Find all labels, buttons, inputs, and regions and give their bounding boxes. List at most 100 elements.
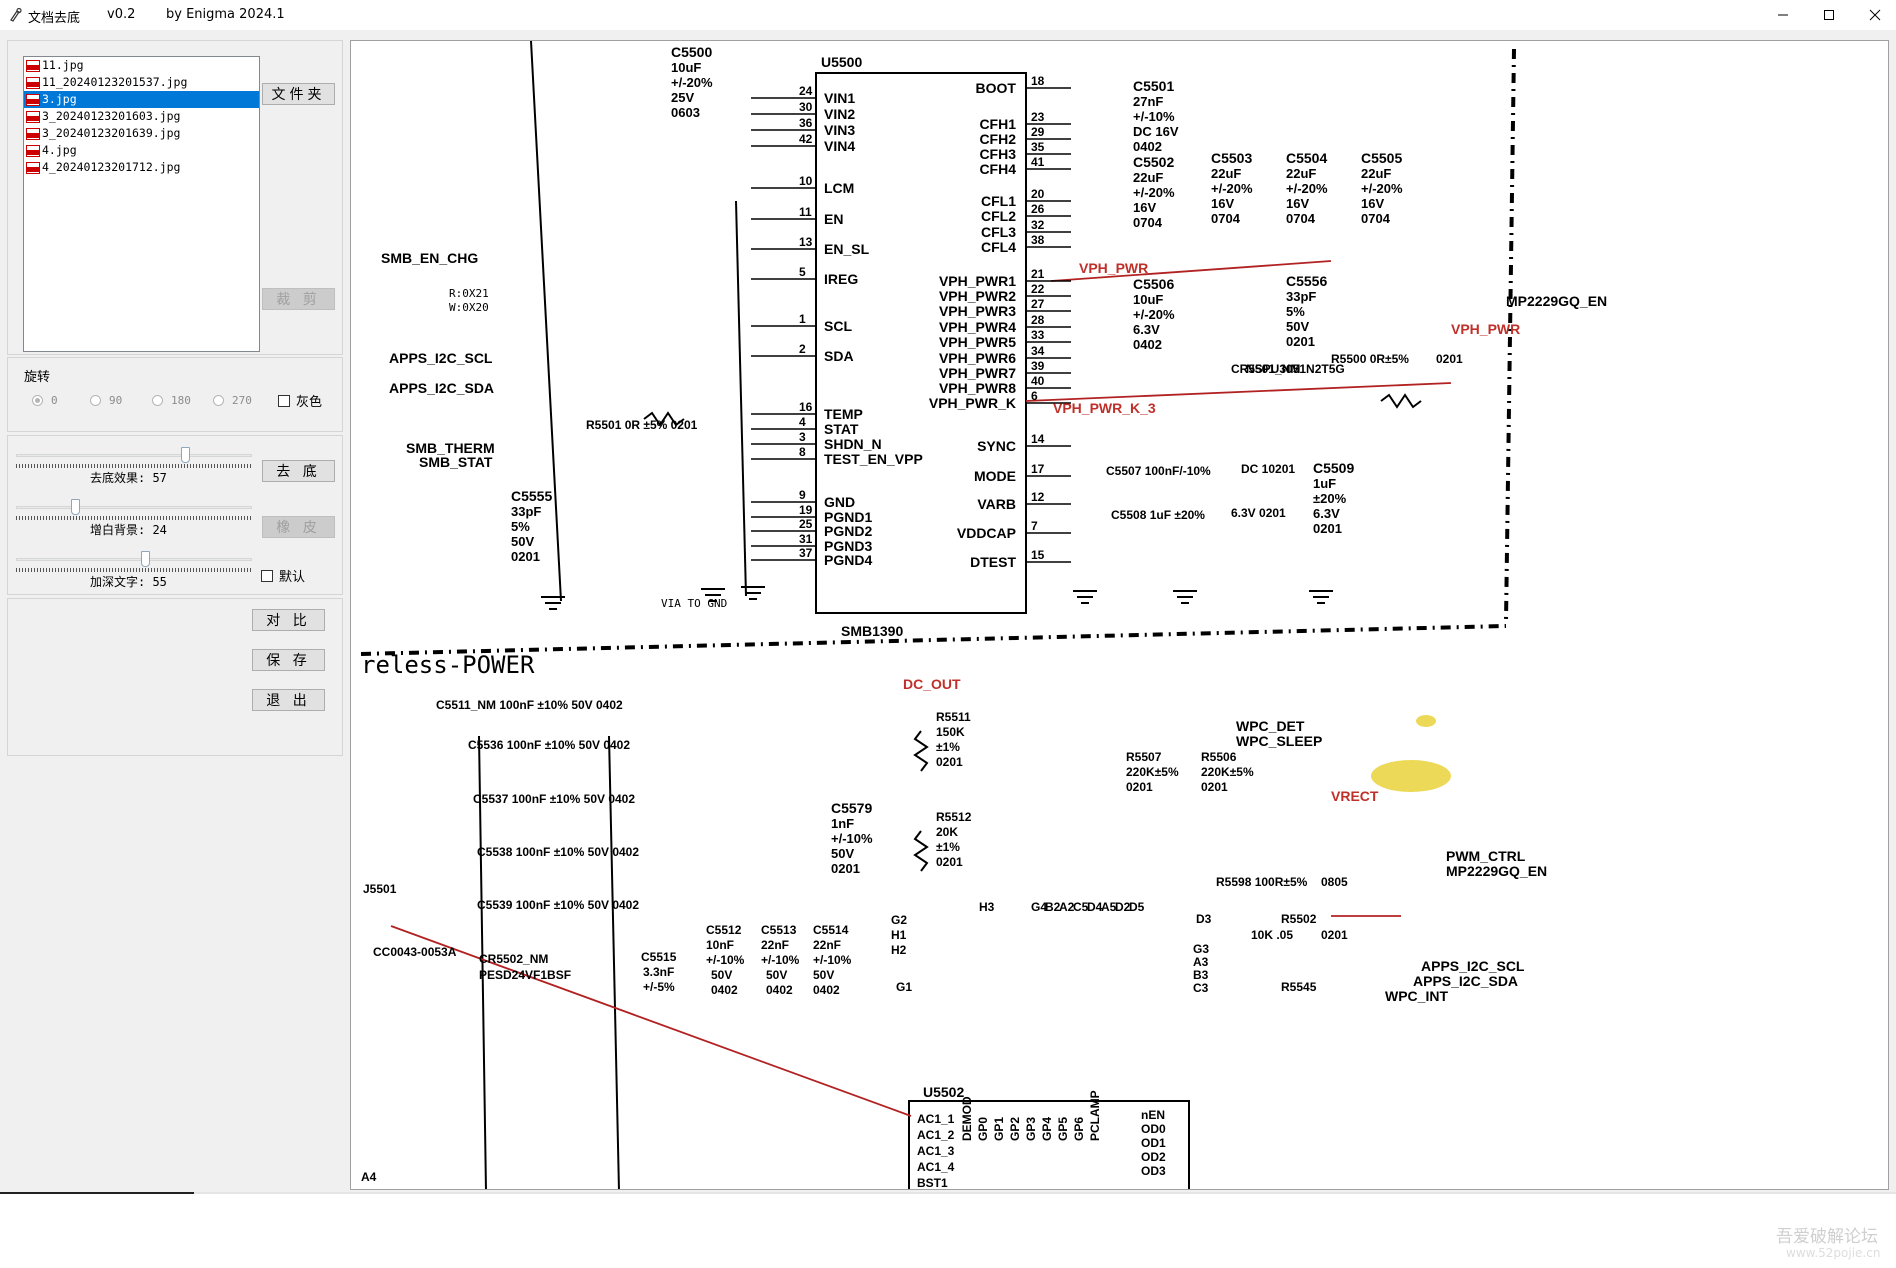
maximize-button[interactable] (1806, 0, 1852, 30)
rotate-90-radio[interactable]: 90 (90, 394, 122, 407)
remove-effect-slider[interactable] (16, 444, 252, 470)
component-label: +/-5% (643, 980, 675, 994)
pin-label: PGND4 (824, 552, 872, 568)
component-label: C3 (1193, 981, 1209, 995)
compare-button[interactable]: 对 比 (252, 609, 325, 631)
eraser-button[interactable]: 橡 皮 (262, 516, 335, 538)
slider-thumb[interactable] (71, 499, 80, 515)
component-label: +/-10% (706, 953, 745, 967)
cap-ref-label: C5501 (1133, 78, 1174, 94)
pin-label: CFL2 (981, 208, 1016, 224)
component-label: D2 (1115, 900, 1131, 914)
pin-label: VIN1 (824, 90, 855, 106)
exit-button[interactable]: 退 出 (252, 689, 325, 711)
cap-value-label: 0402 (1133, 337, 1162, 352)
slider-thumb[interactable] (141, 551, 150, 567)
component-label: C5507 100nF/-10% (1106, 464, 1211, 478)
cap-value-label: 0603 (671, 105, 700, 120)
net-label: SMB_THERM (406, 440, 495, 456)
net-label: APPS_I2C_SCL (1421, 958, 1525, 974)
net-label: WPC_INT (1385, 988, 1448, 1004)
pin-label: VPH_PWR1 (939, 273, 1016, 289)
component-label: C5513 (761, 923, 797, 937)
component-label: 6.3V 0201 (1231, 506, 1286, 520)
close-button[interactable] (1852, 0, 1896, 30)
pin-number: 7 (1031, 519, 1038, 533)
file-list-item[interactable]: 4.jpg (24, 142, 259, 159)
pin-label: GP1 (992, 1117, 1006, 1141)
cap-value-label: +/-20% (1211, 181, 1253, 196)
file-list-item[interactable]: 3.jpg (24, 91, 259, 108)
cap-value-label: 16V (1361, 196, 1384, 211)
component-label: +/-10% (761, 953, 800, 967)
component-label: C5539 100nF ±10% 50V 0402 (477, 898, 639, 912)
cap-value-label: 1uF (1313, 476, 1336, 491)
remove-bg-button[interactable]: 去 底 (262, 460, 335, 482)
cap-value-label: 50V (511, 534, 534, 549)
component-label: J5501 (363, 882, 397, 896)
pin-label: PCLAMP (1088, 1090, 1102, 1141)
app-icon (10, 7, 22, 22)
net-label: APPS_I2C_SDA (1413, 973, 1518, 989)
cap-value-label: 0704 (1286, 211, 1316, 226)
file-list-item[interactable]: 11.jpg (24, 57, 259, 74)
cap-value-label: 16V (1133, 200, 1156, 215)
pin-label: PGND1 (824, 509, 872, 525)
net-label: MP2229GQ_EN (1506, 293, 1607, 309)
gray-checkbox[interactable]: 灰色 (278, 391, 322, 410)
pin-label: EN_SL (824, 241, 870, 257)
component-label: G1 (896, 980, 912, 994)
stain-mark (1371, 760, 1451, 792)
component-label: CC0043-0053A (373, 945, 457, 959)
rotate-180-radio[interactable]: 180 (152, 394, 191, 407)
cap-value-label: 22uF (1211, 166, 1241, 181)
cap-ref-label: C5504 (1286, 150, 1327, 166)
pin-label: DTEST (970, 554, 1016, 570)
file-list-item[interactable]: 3_20240123201603.jpg (24, 108, 259, 125)
minimize-button[interactable] (1760, 0, 1806, 30)
jpg-file-icon (26, 110, 40, 123)
crop-button[interactable]: 裁 剪 (262, 288, 335, 310)
file-list-item[interactable]: 4_20240123201712.jpg (24, 159, 259, 176)
cap-value-label: 22uF (1361, 166, 1391, 181)
component-label: C5 (1073, 900, 1089, 914)
window-author: by Enigma 2024.1 (166, 7, 285, 22)
pin-label: GP3 (1024, 1117, 1038, 1141)
pin-number: 2 (799, 342, 806, 356)
slider-thumb[interactable] (181, 447, 190, 463)
pin-number: 19 (799, 503, 813, 517)
darken-text-slider[interactable] (16, 548, 252, 574)
save-button[interactable]: 保 存 (252, 649, 325, 671)
component-label: 0805 (1321, 875, 1348, 889)
pin-label: SHDN_N (824, 436, 882, 452)
net-label: VPH_PWR (1451, 321, 1520, 337)
remove-effect-label: 去底效果: 57 (90, 471, 167, 485)
pin-label: TEST_EN_VPP (824, 451, 923, 467)
component-label: 0201 (1436, 352, 1463, 366)
component-label: A3 (1193, 955, 1209, 969)
brighten-bg-slider[interactable] (16, 496, 252, 522)
pin-number: 13 (799, 235, 813, 249)
pin-number: 34 (1031, 344, 1045, 358)
default-checkbox[interactable]: 默认 (261, 566, 305, 585)
rotate-270-radio[interactable]: 270 (213, 394, 252, 407)
pin-label: CFH3 (979, 146, 1016, 162)
brighten-bg-label: 增白背景: 24 (90, 523, 167, 537)
pin-label: PGND2 (824, 523, 872, 539)
file-list-item[interactable]: 11_20240123201537.jpg (24, 74, 259, 91)
folder-button[interactable]: 文件夹 (262, 83, 335, 105)
cap-value-label: 5% (1286, 304, 1305, 319)
rotate-0-radio[interactable]: 0 (32, 394, 58, 407)
file-list-item[interactable]: 3_20240123201639.jpg (24, 125, 259, 142)
chip-u5500-body (815, 72, 1027, 614)
component-label: R5545 (1281, 980, 1317, 994)
pin-number: 29 (1031, 125, 1045, 139)
pin-label: CFH1 (979, 116, 1016, 132)
window-title: 文档去底 (28, 11, 81, 26)
component-label: DC 10201 (1241, 462, 1295, 476)
component-label: A5 (1101, 900, 1117, 914)
component-label: 0201 (936, 855, 963, 869)
pin-label: VPH_PWR7 (939, 365, 1016, 381)
